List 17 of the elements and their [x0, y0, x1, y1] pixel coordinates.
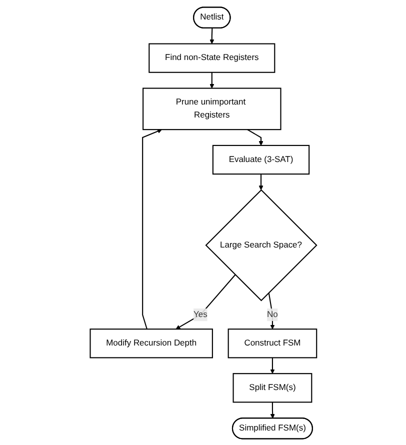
- arrow: [209, 28, 214, 44]
- node-box: Construct FSM: [227, 328, 317, 358]
- node-box: Modify Recursion Depth: [89, 328, 213, 358]
- arrow: [175, 274, 236, 329]
- arrow: [209, 72, 214, 88]
- arrow: [270, 357, 274, 374]
- node-box: Find non-State Registers: [148, 42, 275, 72]
- arrow: [142, 128, 162, 329]
- node-box: Evaluate (3-SAT): [212, 144, 310, 174]
- node-diamond: Large Search Space?: [204, 188, 317, 301]
- node-box: Prune unimportant Registers: [142, 87, 281, 130]
- arrow: [270, 402, 274, 418]
- node-box: Split FSM(s): [232, 372, 312, 402]
- edge-label: No: [266, 310, 278, 319]
- edge-label: Yes: [193, 310, 207, 319]
- arrow: [258, 174, 263, 190]
- arrow: [246, 128, 263, 146]
